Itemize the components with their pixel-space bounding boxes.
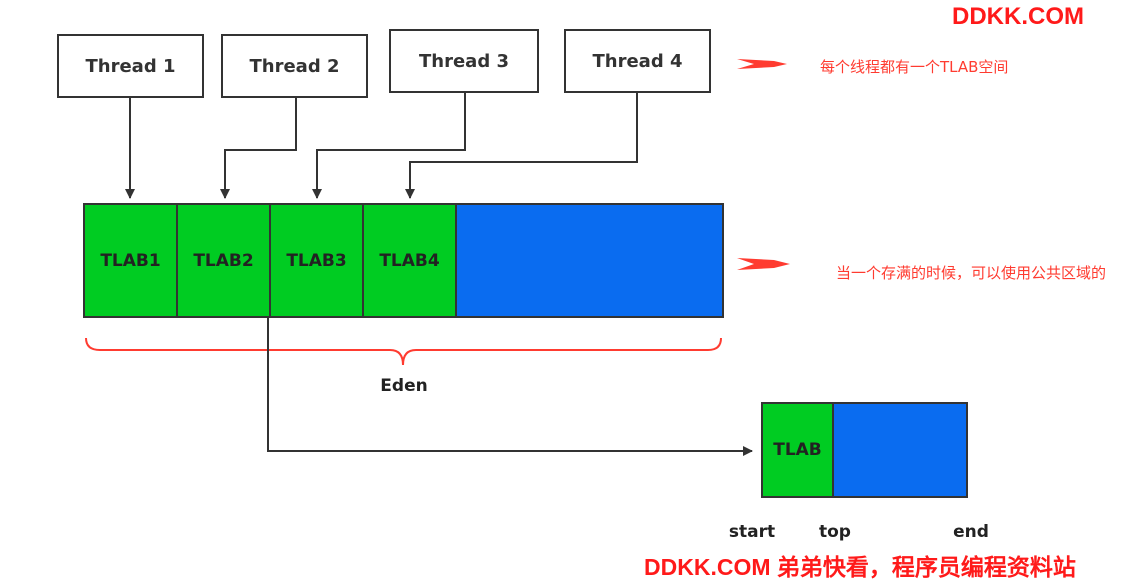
thread-2-box: [221, 34, 368, 98]
pointer-start-label: start: [728, 522, 776, 542]
note-per-thread: 每个线程都有一个TLAB空间: [820, 58, 1009, 76]
note-when-full: 当一个存满的时候，可以使用公共区域的: [836, 264, 1107, 282]
tlab3-label: TLAB3: [286, 250, 347, 271]
tlab4-block: [362, 203, 457, 318]
eden-label: Eden: [380, 376, 428, 396]
detail-connector-arrow: [267, 317, 753, 456]
tlab2-label: TLAB2: [193, 250, 254, 271]
thread-4-arrow: [405, 92, 638, 199]
detail-free-space: [832, 402, 968, 498]
tlab1-label: TLAB1: [100, 250, 161, 271]
pointer-top-label: top: [819, 522, 851, 542]
thread-1-box: [57, 34, 204, 98]
detail-tlab-block: [761, 402, 834, 498]
thread-4-box: [564, 29, 711, 93]
thread-1-label: Thread 1: [85, 55, 176, 77]
tlab1-block: [83, 203, 178, 318]
watermark-top: DDKK.COM: [952, 3, 1084, 30]
thread-2-label: Thread 2: [249, 55, 340, 77]
watermark-bottom: DDKK.COM 弟弟快看，程序员编程资料站: [644, 554, 1076, 580]
annotation-arrow-1: [737, 59, 787, 69]
pointer-end-label: end: [953, 522, 989, 542]
detail-tlab-label: TLAB: [773, 440, 822, 460]
thread-3-arrow: [312, 92, 466, 199]
thread-3-label: Thread 3: [419, 50, 509, 72]
eden-brace: [85, 337, 722, 366]
annotation-arrow-2: [737, 258, 790, 270]
tlab4-label: TLAB4: [379, 250, 440, 271]
eden-free-space: [455, 203, 724, 318]
thread-4-label: Thread 4: [592, 50, 683, 72]
thread-2-arrow: [220, 97, 297, 199]
